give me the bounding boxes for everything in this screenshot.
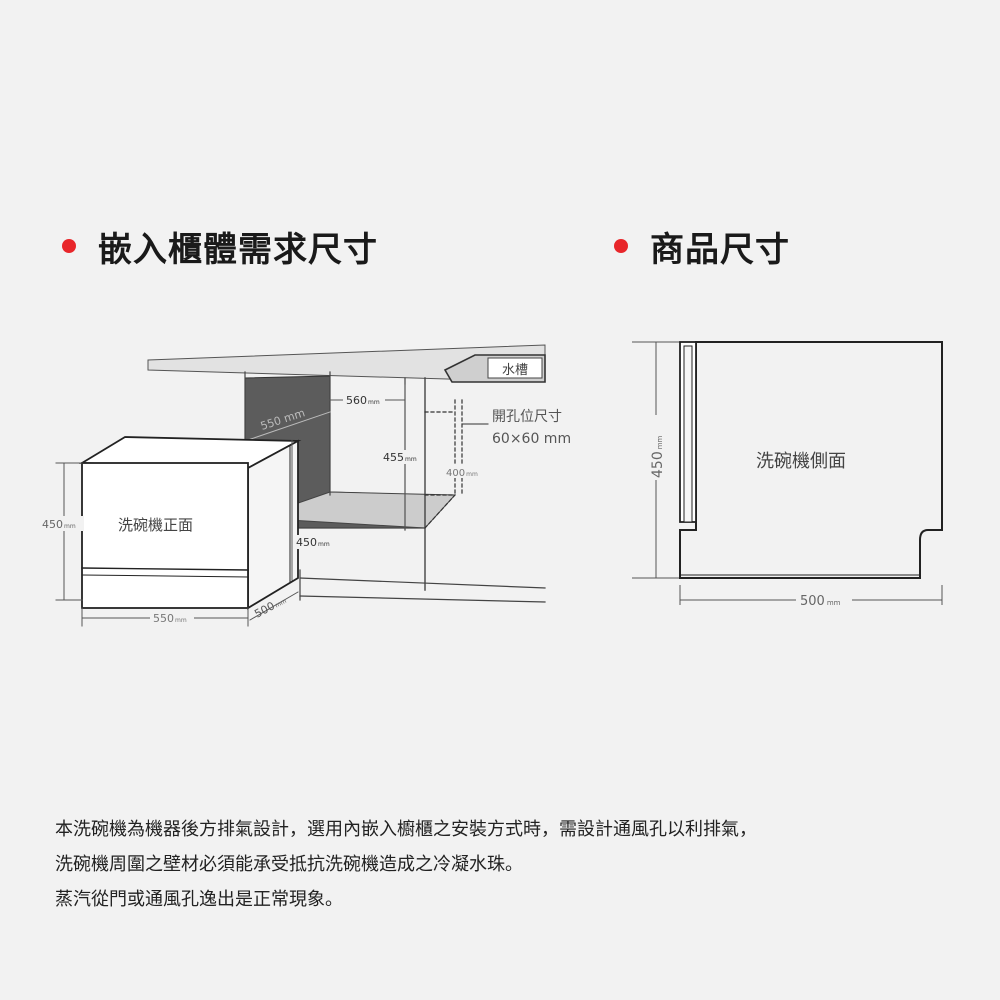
hole-title: 開孔位尺寸 bbox=[492, 409, 562, 425]
dim-400-bg bbox=[444, 465, 486, 478]
dim-side-depth-bg bbox=[796, 592, 852, 608]
dim-450-bg bbox=[293, 535, 337, 549]
dim-455-bg bbox=[380, 450, 424, 464]
heading-product-dimensions: 商品尺寸 bbox=[614, 222, 790, 270]
dim-front-height-value: 450mm bbox=[42, 518, 76, 531]
heading-cabinet-requirements: 嵌入櫃體需求尺寸 bbox=[62, 222, 378, 270]
dishwasher-front bbox=[81, 462, 249, 609]
installation-note: 本洗碗機為機器後方排氣設計，選用內嵌入櫥櫃之安裝方式時，需設計通風孔以利排氣， … bbox=[55, 812, 955, 917]
sink-label: 水槽 bbox=[502, 363, 528, 378]
hole-size: 60×60 mm bbox=[492, 431, 571, 447]
vent-dash bbox=[424, 494, 456, 529]
note-line: 洗碗機周圍之壁材必須能承受抵抗洗碗機造成之冷凝水珠。 bbox=[55, 854, 523, 875]
dishwasher-door-line bbox=[81, 574, 249, 578]
cabinet-line bbox=[299, 595, 546, 603]
side-door-handle bbox=[683, 345, 693, 523]
dim-400-value: 400mm bbox=[446, 468, 478, 479]
heading-title: 嵌入櫃體需求尺寸 bbox=[98, 229, 378, 270]
dim-500-line bbox=[249, 591, 299, 621]
note-line: 本洗碗機為機器後方排氣設計，選用內嵌入櫥櫃之安裝方式時，需設計通風孔以利排氣， bbox=[55, 819, 757, 840]
side-body-outline bbox=[679, 341, 943, 579]
dim-560-bg bbox=[343, 392, 385, 406]
side-label: 洗碗機側面 bbox=[756, 451, 846, 472]
dim-550-value: 550mm bbox=[153, 612, 187, 625]
heading-title: 商品尺寸 bbox=[650, 229, 790, 270]
dishwasher-front-label: 洗碗機正面 bbox=[118, 516, 193, 534]
cabinet-diagram: 水槽 560mm 550 mm bbox=[38, 344, 571, 627]
dim-450-value: 450mm bbox=[296, 536, 330, 549]
cabinet-line bbox=[299, 577, 546, 589]
red-dot-icon bbox=[62, 239, 76, 253]
dishwasher-door-line bbox=[81, 567, 249, 571]
dim-side-height-bg bbox=[643, 415, 669, 480]
dim-550-inner-line bbox=[247, 411, 331, 441]
red-dot-icon bbox=[614, 239, 628, 253]
note-line: 蒸汽從門或通風孔逸出是正常現象。 bbox=[55, 889, 343, 910]
sink-label-box bbox=[487, 357, 543, 379]
dim-455-value: 455mm bbox=[383, 451, 417, 464]
dim-side-height-value: 450mm bbox=[650, 435, 666, 478]
dim-550-bg bbox=[150, 611, 194, 625]
dim-front-height-bg bbox=[38, 516, 84, 531]
dim-560-value: 560mm bbox=[346, 394, 380, 407]
